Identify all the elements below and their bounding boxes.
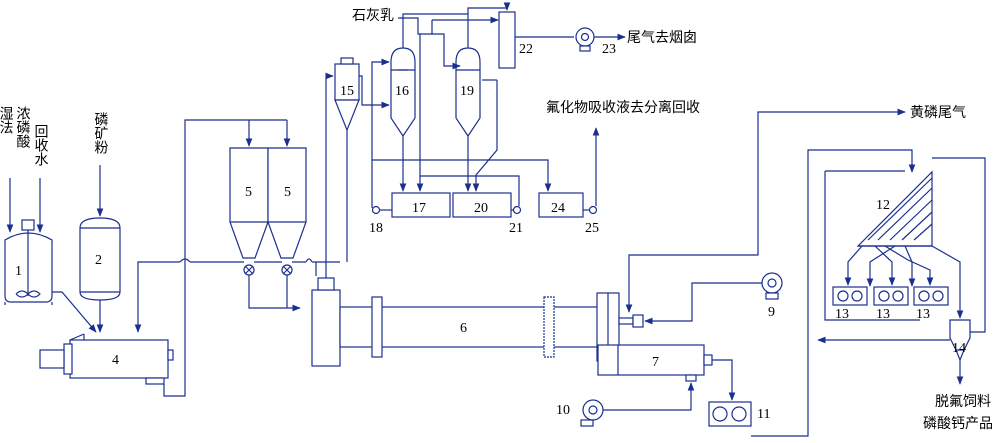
packing-machines-13 bbox=[832, 286, 949, 306]
pump-25 bbox=[588, 205, 598, 215]
fan-9 bbox=[761, 272, 783, 300]
absorption-tower-16 bbox=[390, 40, 416, 138]
screen-12 bbox=[856, 170, 933, 247]
num-5a: 5 bbox=[245, 185, 252, 200]
mixer-4 bbox=[39, 333, 174, 385]
num-15: 15 bbox=[340, 84, 354, 99]
rotary-kiln-6 bbox=[311, 277, 644, 367]
num-13b: 13 bbox=[876, 307, 890, 322]
num-23: 23 bbox=[602, 42, 616, 57]
label-wet-acid-1: 湿法 bbox=[0, 106, 14, 134]
num-11: 11 bbox=[757, 407, 770, 422]
num-6: 6 bbox=[460, 321, 467, 336]
num-16: 16 bbox=[395, 84, 409, 99]
cyclone-15 bbox=[334, 57, 360, 132]
num-17: 17 bbox=[412, 201, 426, 216]
num-10: 10 bbox=[556, 403, 570, 418]
pump-21 bbox=[512, 205, 522, 215]
tank-24 bbox=[538, 192, 584, 218]
num-4: 4 bbox=[112, 353, 119, 368]
num-14: 14 bbox=[952, 341, 966, 356]
num-21: 21 bbox=[509, 221, 523, 236]
flow-lines bbox=[6, 2, 986, 437]
label-product-1: 脱氟饲料 bbox=[935, 394, 991, 410]
absorption-tower-19 bbox=[455, 40, 481, 138]
label-wet-acid-2: 浓磷酸 bbox=[15, 106, 31, 148]
tank-20 bbox=[452, 192, 512, 218]
label-yellow-phosphorus-tail-gas: 黄磷尾气 bbox=[910, 104, 966, 121]
num-13c: 13 bbox=[916, 307, 930, 322]
num-20: 20 bbox=[474, 201, 488, 216]
cooler-7 bbox=[597, 344, 713, 382]
label-lime-milk: 石灰乳 bbox=[352, 8, 394, 24]
label-fluoride-recovery: 氟化物吸收液去分离回收 bbox=[546, 99, 700, 116]
text-labels: 湿法 浓磷酸 回收水 磷矿粉 石灰乳 尾气去烟囱 氟化物吸收液去分离回收 黄磷尾… bbox=[0, 8, 993, 432]
label-tail-gas-chimney: 尾气去烟囱 bbox=[627, 30, 697, 46]
mixing-tank-1 bbox=[4, 219, 53, 305]
equipment-numbers: 1 2 4 5 5 6 7 9 10 11 12 13 13 13 14 15 … bbox=[15, 42, 966, 422]
label-recovered-water: 回收水 bbox=[33, 124, 49, 166]
num-5b: 5 bbox=[284, 185, 291, 200]
num-2: 2 bbox=[95, 253, 102, 268]
fan-23 bbox=[575, 27, 595, 52]
num-1: 1 bbox=[15, 264, 22, 279]
pump-18 bbox=[371, 205, 381, 215]
num-25: 25 bbox=[585, 221, 599, 236]
crusher-11 bbox=[708, 401, 752, 427]
label-product-2: 磷酸钙产品 bbox=[923, 416, 993, 432]
num-13a: 13 bbox=[835, 307, 849, 322]
stack-22 bbox=[498, 11, 516, 69]
num-24: 24 bbox=[551, 201, 565, 216]
num-9: 9 bbox=[768, 305, 775, 320]
num-12: 12 bbox=[876, 198, 890, 213]
fan-10 bbox=[580, 399, 604, 427]
num-22: 22 bbox=[519, 42, 533, 57]
num-19: 19 bbox=[460, 84, 474, 99]
num-7: 7 bbox=[652, 355, 659, 370]
silos-5 bbox=[229, 147, 307, 276]
label-phosphate-powder: 磷矿粉 bbox=[93, 112, 109, 155]
tank-17 bbox=[391, 192, 451, 218]
num-18: 18 bbox=[369, 221, 383, 236]
silo-2 bbox=[79, 217, 121, 301]
